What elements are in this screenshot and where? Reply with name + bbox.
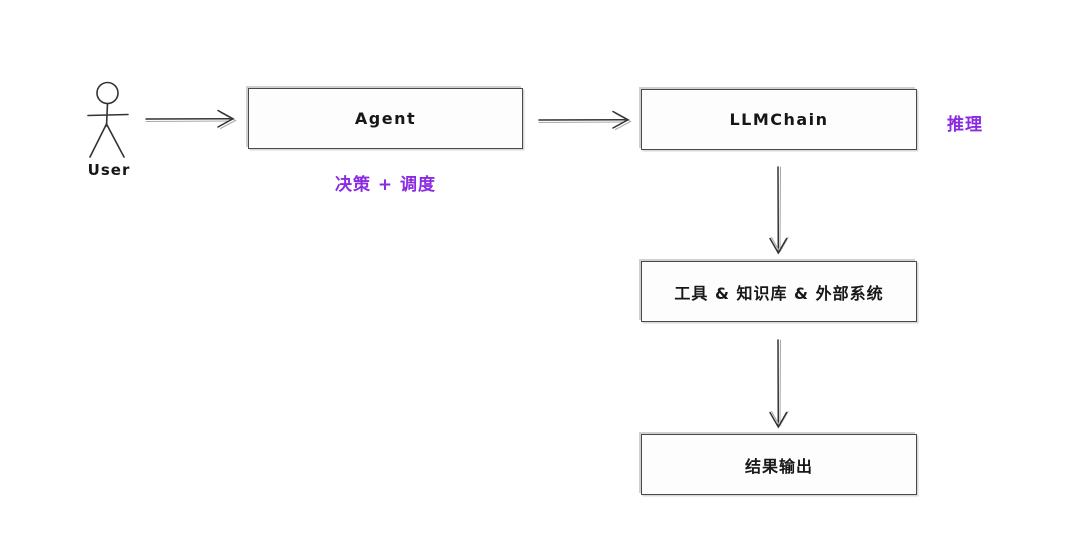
actor-arms	[87, 113, 129, 117]
node-agent: Agent	[248, 88, 523, 149]
arrow-llmchain-to-tools	[769, 166, 789, 255]
arrow-user-to-agent	[145, 109, 237, 130]
actor-right-leg	[105, 123, 125, 158]
actor-head	[96, 81, 119, 105]
arrow-agent-to-llmchain	[538, 110, 632, 131]
actor-body	[105, 102, 109, 127]
node-tools-label: 工具 & 知识库 & 外部系统	[674, 283, 884, 303]
arrow-tools-to-output	[769, 339, 789, 429]
annotation-decision-scheduling: 决策 + 调度	[334, 175, 437, 195]
actor-label: User	[87, 161, 131, 179]
node-result-output: 结果输出	[641, 434, 917, 495]
node-agent-label: Agent	[354, 109, 417, 128]
annotation-reasoning: 推理	[947, 115, 983, 135]
node-llmchain: LLMChain	[641, 89, 917, 150]
node-output-label: 结果输出	[744, 456, 813, 476]
user-actor-icon	[87, 81, 129, 158]
node-llmchain-label: LLMChain	[729, 110, 829, 129]
actor-left-leg	[89, 123, 108, 158]
node-tools-knowledge-external: 工具 & 知识库 & 外部系统	[641, 261, 917, 322]
